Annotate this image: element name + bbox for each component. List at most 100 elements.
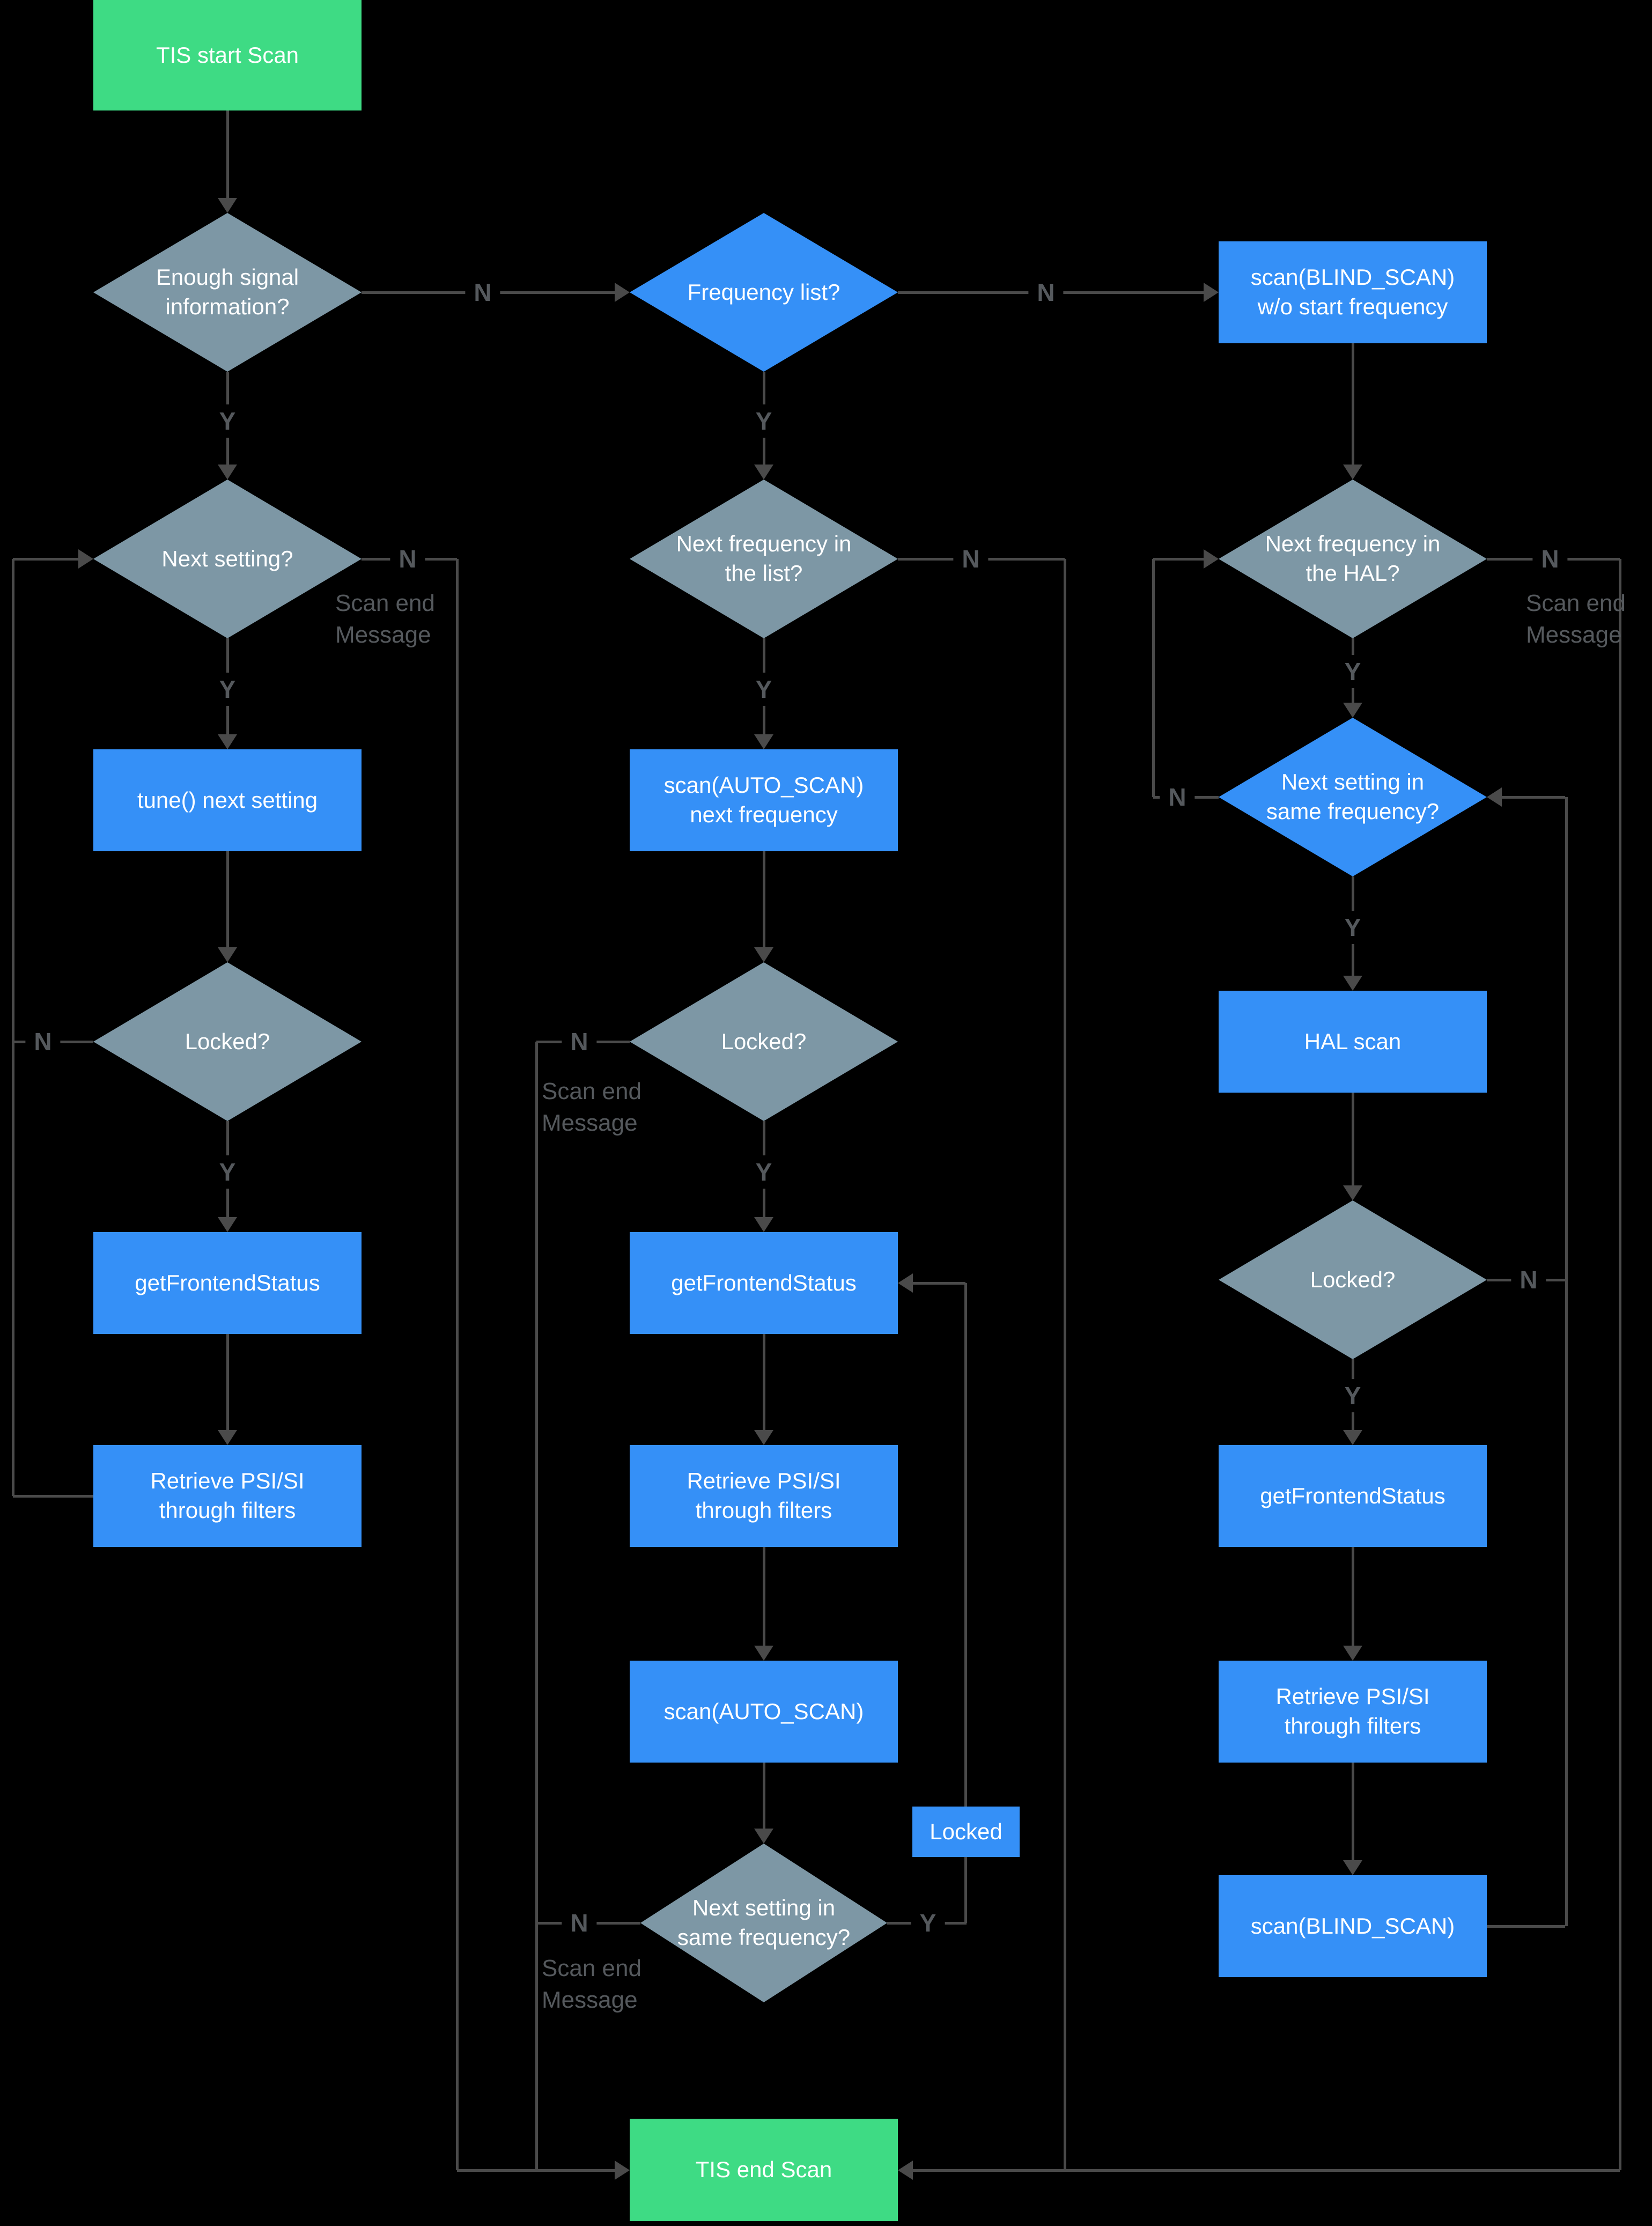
edge-label-no: N bbox=[465, 276, 500, 309]
edge-tune-to-locked bbox=[226, 851, 229, 949]
edge-label-no: N bbox=[1028, 276, 1064, 309]
node-next-frequency-in-hal: Next frequency in the HAL? bbox=[1219, 480, 1487, 638]
arrowhead-down-icon bbox=[1343, 1860, 1362, 1875]
arrowhead-down-icon bbox=[218, 465, 237, 480]
edge-getstatus-to-retrieve-left bbox=[226, 1334, 229, 1432]
edge-label-no: N bbox=[25, 1025, 61, 1058]
node-scan-auto: scan(AUTO_SCAN) bbox=[630, 1661, 898, 1763]
edge-note-scan-end: Scan end Message bbox=[542, 1078, 641, 1137]
node-label: getFrontendStatus bbox=[671, 1270, 857, 1295]
node-label: Next setting in same frequency? bbox=[1266, 769, 1440, 824]
node-label: scan(BLIND_SCAN) bbox=[1250, 1913, 1455, 1938]
edge-middle-scan-end-v bbox=[535, 1042, 538, 2170]
node-scan-auto-next-frequency: scan(AUTO_SCAN) next frequency bbox=[630, 749, 898, 851]
node-label: Next frequency in the list? bbox=[676, 531, 852, 586]
node-label: Enough signal information? bbox=[156, 264, 299, 319]
edge-retrieve-to-scanauto bbox=[763, 1547, 765, 1648]
edge-note-scan-end: Scan end Message bbox=[1526, 590, 1626, 648]
arrowhead-right-icon bbox=[615, 2161, 630, 2180]
node-get-frontend-status-right: getFrontendStatus bbox=[1219, 1445, 1487, 1547]
edge-right-scan-end-v bbox=[1619, 559, 1621, 2170]
arrowhead-left-icon bbox=[1487, 787, 1502, 807]
node-label: Retrieve PSI/SI through filters bbox=[150, 1468, 305, 1523]
node-scan-blind-wo-start-frequency: scan(BLIND_SCAN) w/o start frequency bbox=[1219, 241, 1487, 343]
node-next-setting-same-frequency-right: Next setting in same frequency? bbox=[1219, 718, 1487, 876]
arrowhead-right-icon bbox=[1204, 549, 1219, 569]
node-get-frontend-status-left: getFrontendStatus bbox=[93, 1232, 362, 1334]
edge-label-no: N bbox=[562, 1906, 597, 1940]
node-retrieve-psi-middle: Retrieve PSI/SI through filters bbox=[630, 1445, 898, 1547]
edge-next-same-freq-right-no-v bbox=[1152, 559, 1155, 797]
node-frequency-list: Frequency list? bbox=[630, 213, 898, 372]
arrowhead-down-icon bbox=[754, 947, 773, 962]
arrowhead-down-icon bbox=[1343, 1430, 1362, 1445]
edge-loop-into-next-same-freq-right bbox=[1500, 796, 1565, 799]
edge-scanblind-loop-h bbox=[1487, 1925, 1565, 1928]
edge-retrieve-left-loop-h bbox=[13, 1495, 93, 1498]
node-label: Locked? bbox=[1310, 1266, 1396, 1292]
edge-label-no: N bbox=[1160, 780, 1195, 814]
node-tis-start-scan: TIS start Scan bbox=[93, 0, 362, 110]
edge-scanauto-to-next-setting bbox=[763, 1763, 765, 1831]
node-next-frequency-in-list: Next frequency in the list? bbox=[630, 480, 898, 638]
arrowhead-right-icon bbox=[615, 283, 630, 302]
edge-label-yes: Y bbox=[1336, 1379, 1370, 1412]
edge-loop-into-next-setting bbox=[13, 558, 80, 561]
edge-label-yes: Y bbox=[210, 673, 245, 706]
edge-end-feeder-left bbox=[457, 2169, 615, 2172]
arrowhead-down-icon bbox=[1343, 976, 1362, 991]
edge-left-loop-v bbox=[12, 559, 14, 1496]
node-tis-end-scan: TIS end Scan bbox=[630, 2119, 898, 2221]
arrowhead-right-icon bbox=[1204, 283, 1219, 302]
node-label: tune() next setting bbox=[137, 787, 318, 813]
arrowhead-down-icon bbox=[1343, 465, 1362, 480]
edge-getstatus-to-retrieve-middle bbox=[763, 1334, 765, 1432]
arrowhead-down-icon bbox=[754, 1646, 773, 1661]
node-label: scan(BLIND_SCAN) w/o start frequency bbox=[1250, 264, 1455, 319]
node-label: Locked? bbox=[721, 1028, 807, 1054]
edge-label-no: N bbox=[1511, 1263, 1546, 1296]
arrowhead-down-icon bbox=[754, 1217, 773, 1232]
node-next-setting-same-frequency-middle: Next setting in same frequency? bbox=[640, 1844, 887, 2002]
edge-label-no: N bbox=[1532, 542, 1568, 576]
edge-end-feeder-right bbox=[913, 2169, 1620, 2172]
node-label: Next frequency in the HAL? bbox=[1265, 531, 1441, 586]
node-get-frontend-status-middle: getFrontendStatus bbox=[630, 1232, 898, 1334]
edge-locked-loop-v bbox=[964, 1283, 967, 1923]
node-label: Retrieve PSI/SI through filters bbox=[1275, 1684, 1430, 1738]
arrowhead-down-icon bbox=[754, 1430, 773, 1445]
edge-scanauto-nf-to-locked bbox=[763, 851, 765, 949]
edge-scanblind-wo-to-hal-freq bbox=[1352, 343, 1354, 467]
edge-label-no: N bbox=[562, 1025, 597, 1058]
node-label: Next setting in same frequency? bbox=[677, 1895, 851, 1950]
edge-label-yes: Y bbox=[747, 673, 781, 706]
edge-label-no: N bbox=[390, 542, 425, 576]
arrowhead-down-icon bbox=[754, 465, 773, 480]
node-label: Locked? bbox=[185, 1028, 270, 1054]
node-label: Frequency list? bbox=[687, 279, 840, 305]
arrowhead-down-icon bbox=[754, 1829, 773, 1844]
edge-label-yes: Y bbox=[911, 1906, 945, 1940]
arrowhead-down-icon bbox=[218, 947, 237, 962]
arrowhead-down-icon bbox=[218, 1430, 237, 1445]
arrowhead-down-icon bbox=[218, 734, 237, 749]
arrowhead-down-icon bbox=[1343, 1185, 1362, 1200]
node-label: Retrieve PSI/SI through filters bbox=[687, 1468, 841, 1523]
node-label: getFrontendStatus bbox=[1260, 1483, 1446, 1508]
arrowhead-down-icon bbox=[1343, 1646, 1362, 1661]
edge-retrieve-to-scanblind bbox=[1352, 1763, 1354, 1862]
node-retrieve-psi-right: Retrieve PSI/SI through filters bbox=[1219, 1661, 1487, 1763]
node-label: HAL scan bbox=[1304, 1028, 1402, 1054]
node-retrieve-psi-left: Retrieve PSI/SI through filters bbox=[93, 1445, 362, 1547]
arrowhead-right-icon bbox=[78, 549, 93, 569]
edge-start-to-enough-signal bbox=[226, 110, 229, 200]
edge-label-yes: Y bbox=[210, 404, 245, 438]
arrowhead-left-icon bbox=[898, 2161, 913, 2180]
edge-note-scan-end: Scan end Message bbox=[335, 590, 435, 648]
edge-label-yes: Y bbox=[747, 1155, 781, 1189]
node-label: scan(AUTO_SCAN) bbox=[663, 1698, 864, 1724]
node-label: Next setting? bbox=[161, 546, 293, 571]
node-hal-scan: HAL scan bbox=[1219, 991, 1487, 1093]
node-label: scan(AUTO_SCAN) next frequency bbox=[663, 772, 864, 827]
